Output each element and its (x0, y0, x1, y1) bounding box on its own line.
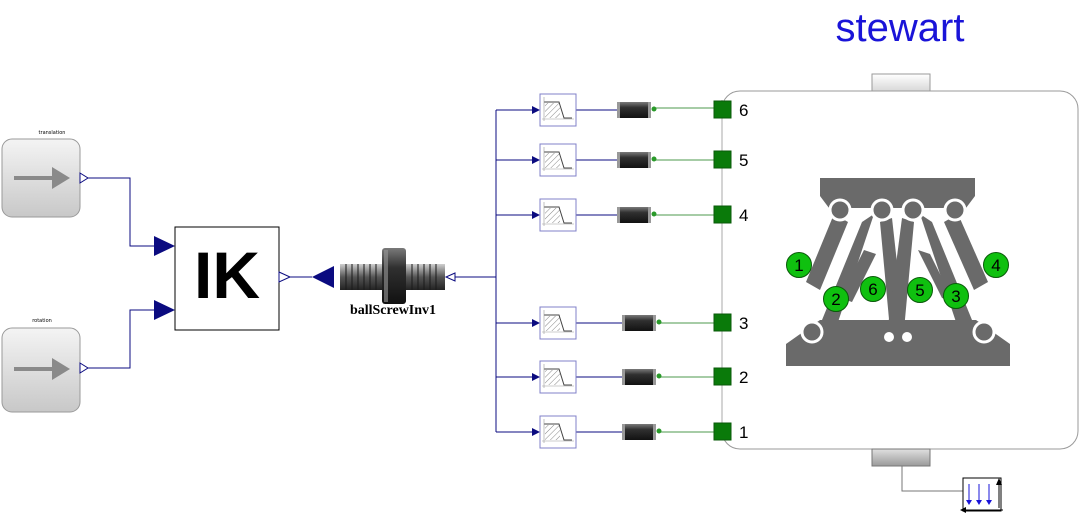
leg-port[interactable]: 1 (713, 422, 748, 442)
ik-block[interactable]: IK (154, 226, 292, 331)
source-output-port[interactable] (79, 172, 89, 184)
actuator-icon[interactable] (617, 207, 657, 223)
actuators (617, 102, 662, 440)
svg-text:1: 1 (794, 256, 803, 275)
joint-label: 5 (907, 277, 933, 303)
actuator-icon[interactable] (622, 369, 662, 385)
leg-port-number: 4 (739, 206, 748, 225)
frame-icon[interactable] (960, 477, 1003, 513)
signal-wires (88, 109, 622, 433)
ballscrew-block[interactable]: ballScrewInv1 (312, 248, 456, 318)
diagram-title: stewart (835, 6, 965, 50)
filter-icon (542, 310, 574, 334)
ballscrew-icon (340, 248, 445, 304)
filter-block[interactable] (532, 360, 577, 394)
svg-text:2: 2 (831, 290, 840, 309)
source-block-translation[interactable]: translation (1, 130, 89, 218)
svg-text:3: 3 (951, 287, 960, 306)
filter-blocks (532, 93, 577, 449)
actuator-icon[interactable] (622, 315, 662, 331)
joint-label: 4 (983, 252, 1009, 278)
leg-port[interactable]: 6 (713, 100, 748, 120)
source-block-rotation[interactable]: rotation (1, 318, 89, 413)
ik-input-port-1[interactable] (154, 236, 175, 256)
mechanical-wires (654, 107, 714, 433)
joint-label: 6 (860, 276, 886, 302)
leg-port[interactable]: 4 (713, 205, 748, 225)
filter-block[interactable] (532, 415, 577, 449)
source-output-port[interactable] (79, 362, 89, 374)
filter-icon (542, 147, 574, 171)
svg-text:5: 5 (915, 281, 924, 300)
actuator-icon[interactable] (617, 152, 657, 168)
filter-icon (542, 97, 574, 121)
ballscrew-input-port[interactable] (312, 266, 334, 288)
actuator-icon[interactable] (622, 424, 662, 440)
actuator-icon[interactable] (617, 102, 657, 118)
filter-block[interactable] (532, 143, 577, 177)
leg-port-number: 5 (739, 151, 748, 170)
svg-text:4: 4 (991, 256, 1000, 275)
ballscrew-label: ballScrewInv1 (350, 303, 436, 318)
frame-wire (901, 466, 963, 492)
ik-label: IK (194, 238, 260, 312)
ballscrew-output-port[interactable] (444, 272, 456, 282)
leg-port-number: 1 (739, 423, 748, 442)
source-label-rotation: rotation (32, 318, 52, 324)
arrow-right-icon (14, 358, 70, 380)
filter-block[interactable] (532, 93, 577, 127)
joint-label: 2 (823, 286, 849, 312)
filter-block[interactable] (532, 306, 577, 340)
leg-port[interactable]: 5 (713, 150, 748, 170)
source-label-translation: translation (39, 130, 66, 136)
top-flange[interactable] (871, 73, 931, 92)
leg-port[interactable]: 2 (713, 367, 748, 387)
joint-label: 3 (943, 283, 969, 309)
leg-port-number: 3 (739, 314, 748, 333)
joint-labels: 1 2 6 5 3 4 (786, 252, 1009, 312)
ik-input-port-2[interactable] (154, 300, 175, 320)
bottom-flange[interactable] (871, 448, 931, 467)
leg-port-number: 6 (739, 101, 748, 120)
filter-icon (542, 419, 574, 443)
svg-text:6: 6 (868, 280, 877, 299)
leg-port[interactable]: 3 (713, 313, 748, 333)
filter-icon (542, 202, 574, 226)
filter-icon (542, 364, 574, 388)
ik-output-port[interactable] (278, 271, 292, 283)
stewart-block[interactable]: 1 2 6 5 3 4 (721, 73, 1079, 467)
arrow-right-icon (14, 167, 70, 189)
leg-ports: 6 5 4 3 2 1 (713, 100, 748, 442)
filter-block[interactable] (532, 198, 577, 232)
joint-label: 1 (786, 252, 812, 278)
leg-port-number: 2 (739, 368, 748, 387)
